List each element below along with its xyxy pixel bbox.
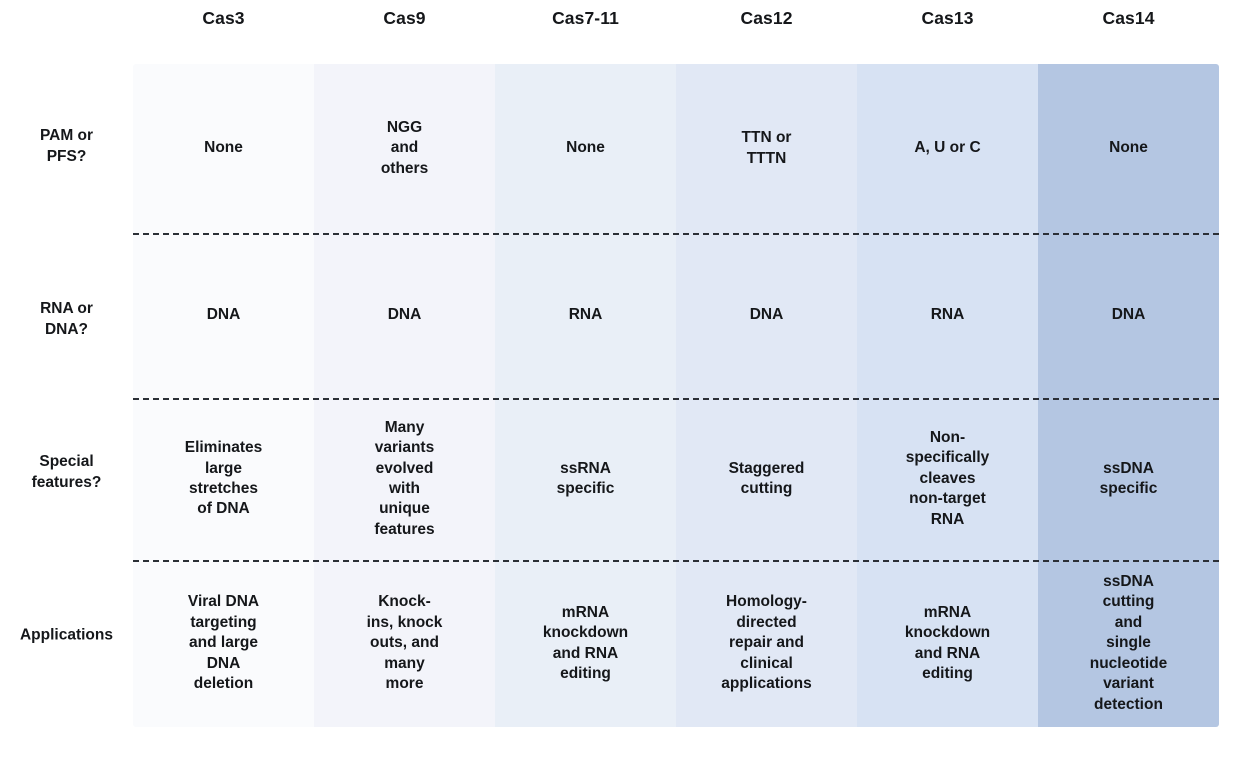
column-header-cas12: Cas12 (740, 7, 793, 28)
column-header-cas3: Cas3 (202, 7, 245, 28)
cell-cas13-applications: mRNA knockdown and RNA editing (904, 603, 991, 682)
column-header-cas13: Cas13 (921, 7, 974, 28)
cell-cas7-11-special: ssRNA specific (556, 459, 615, 497)
cell-cas12-rna-dna: DNA (749, 306, 784, 324)
cell-cas3-applications: Viral DNA targeting and large DNA deleti… (187, 593, 260, 693)
column-band-cas3: None DNA Eliminates large stretches of D… (133, 64, 314, 727)
cell-cas9-rna-dna: DNA (387, 306, 422, 324)
cell-cas3-pam: None (204, 139, 243, 157)
cell-cas7-11-rna-dna: RNA (568, 306, 603, 324)
column-header-cas7-11: Cas7-11 (552, 7, 619, 28)
cell-cas7-11-pam: None (566, 139, 605, 157)
cell-cas3-special: Eliminates large stretches of DNA (184, 439, 263, 518)
cell-cas12-pam: TTN or TTTN (741, 129, 792, 167)
column-band-cas12: TTN or TTTN DNA Staggered cutting Homolo… (676, 64, 857, 727)
cell-cas14-pam: None (1109, 139, 1148, 157)
column-band-cas14: None DNA ssDNA specific ssDNA cutting an… (1038, 64, 1219, 727)
cell-cas7-11-applications: mRNA knockdown and RNA editing (542, 603, 629, 682)
cell-cas9-applications: Knock- ins, knock outs, and many more (366, 593, 443, 693)
cell-cas9-special: Many variants evolved with unique featur… (374, 418, 435, 538)
row-label-pam-or-pfs: PAM or PFS? (39, 127, 94, 165)
cell-cas13-rna-dna: RNA (930, 306, 965, 324)
column-band-cas7-11: None RNA ssRNA specific mRNA knockdown a… (495, 64, 676, 727)
cell-cas3-rna-dna: DNA (206, 306, 241, 324)
column-band-cas13: A, U or C RNA Non- specifically cleaves … (857, 64, 1038, 727)
cell-cas12-special: Staggered cutting (728, 459, 805, 497)
column-band-cas9: NGG and others DNA Many variants evolved… (314, 64, 495, 727)
cell-cas14-rna-dna: DNA (1111, 306, 1146, 324)
row-label-applications: Applications (19, 626, 113, 644)
cell-cas12-applications: Homology- directed repair and clinical a… (721, 593, 812, 693)
column-header-cas9: Cas9 (383, 7, 426, 28)
cell-cas13-pam: A, U or C (914, 139, 981, 157)
column-header-cas14: Cas14 (1102, 7, 1155, 28)
cell-cas13-special: Non- specifically cleaves non-target RNA (905, 428, 990, 528)
row-label-rna-or-dna: RNA or DNA? (40, 300, 93, 338)
table-body: None DNA Eliminates large stretches of D… (133, 64, 1219, 727)
row-label-special-features: Special features? (31, 453, 102, 491)
cell-cas14-special: ssDNA specific (1099, 459, 1158, 497)
cell-cas14-applications: ssDNA cutting and single nucleotide vari… (1089, 572, 1168, 713)
cell-cas9-pam: NGG and others (380, 118, 429, 177)
table-column-header-row: Cas3 Cas9 Cas7-11 Cas12 Cas13 Cas14 (133, 0, 1219, 64)
